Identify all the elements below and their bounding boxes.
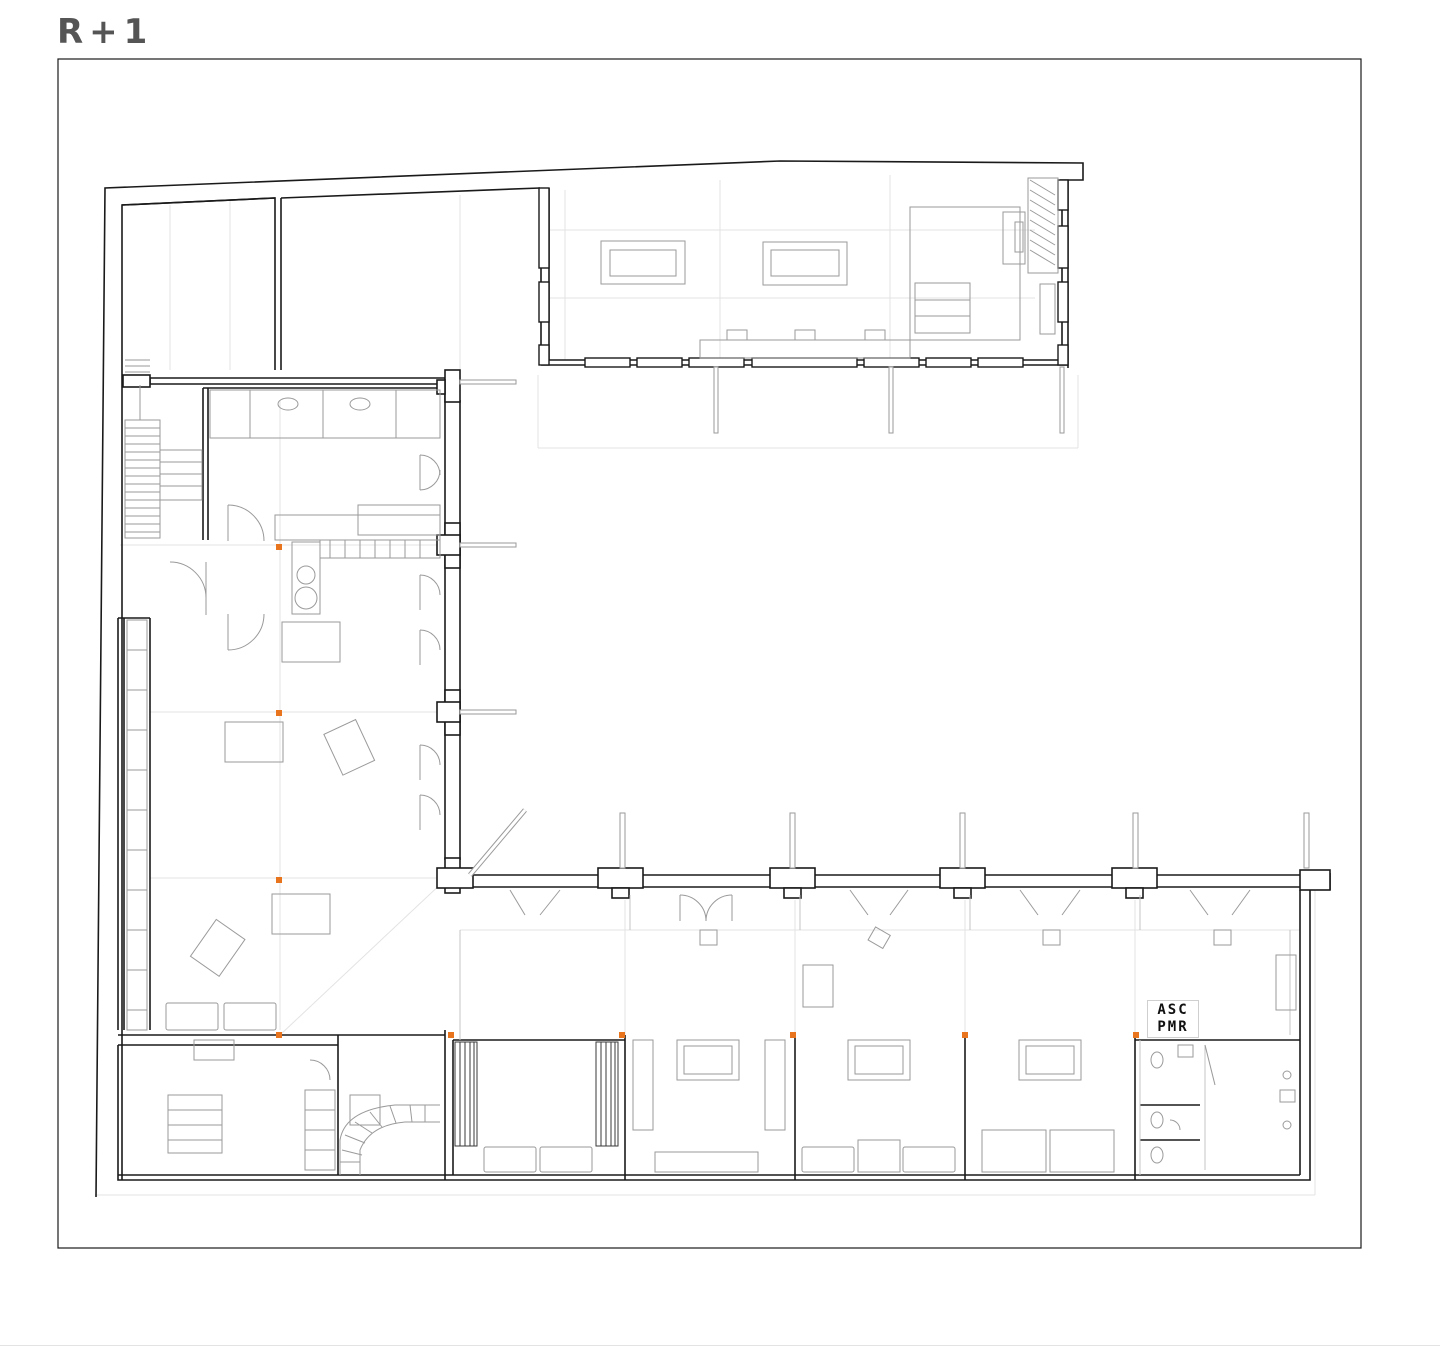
table-icon <box>224 721 284 763</box>
bed-icon <box>483 1146 537 1173</box>
bed-icon <box>676 1039 740 1081</box>
table-icon <box>914 282 971 334</box>
orange-square-column-icon <box>276 877 282 883</box>
partitions <box>453 1035 1300 1180</box>
piers <box>122 369 1331 899</box>
orange-square-column-icon <box>1133 1032 1139 1038</box>
orange-square-column-icon <box>962 1032 968 1038</box>
structural-grid <box>95 175 1316 1196</box>
table-icon <box>167 1094 223 1154</box>
exterior-posts <box>459 366 1310 877</box>
orange-square-column-icon <box>448 1032 454 1038</box>
orange-square-column-icon <box>276 544 282 550</box>
table-icon <box>762 241 848 286</box>
page-bottom-rule <box>0 1345 1440 1346</box>
radiator-hatching <box>454 1041 619 1147</box>
sofa-icon <box>902 1146 956 1173</box>
elevator-label-line-2: PMR <box>1157 1019 1189 1035</box>
furniture <box>165 206 1297 1173</box>
table-icon <box>323 718 376 776</box>
orange-square-column-icon <box>619 1032 625 1038</box>
orange-square-column-icon <box>276 710 282 716</box>
table-icon <box>600 240 686 285</box>
sink-icon <box>277 397 299 411</box>
table-icon <box>189 918 246 978</box>
thin-partitions <box>459 895 1291 1175</box>
elevator-label-line-1: ASC <box>1157 1002 1189 1018</box>
staircase-icon <box>124 359 203 539</box>
table-icon <box>802 964 834 1008</box>
bed-icon <box>539 1146 593 1173</box>
sink-icon <box>1282 1120 1292 1130</box>
sink-icon <box>349 397 371 411</box>
doors <box>169 454 1251 1131</box>
sofa-icon <box>223 1002 277 1031</box>
upper-wing-window-bays <box>538 179 1069 368</box>
drawing-frame <box>57 58 1362 1249</box>
sofa-icon <box>801 1146 855 1173</box>
column-markers <box>276 544 1139 1038</box>
toilet-icon <box>1150 1051 1164 1069</box>
toilet-icon <box>1150 1146 1164 1164</box>
orange-square-column-icon <box>790 1032 796 1038</box>
gallery-shelving <box>126 619 148 1031</box>
table-icon <box>281 621 341 663</box>
spiral-staircase-icon <box>339 177 1059 1175</box>
toilet-icon <box>1150 1111 1164 1129</box>
table-icon <box>271 893 331 935</box>
sink-icon <box>1282 1070 1292 1080</box>
exterior-walls <box>95 160 1331 1198</box>
bed-icon <box>981 1129 1047 1173</box>
sofa-icon <box>857 1139 901 1173</box>
sofa-icon <box>165 1002 219 1031</box>
bed-icon <box>1049 1129 1115 1173</box>
orange-square-column-icon <box>276 1032 282 1038</box>
bed-icon <box>847 1039 911 1081</box>
elevator-label: ASC PMR <box>1147 1000 1199 1038</box>
bed-icon <box>1018 1039 1082 1081</box>
level-title: R+1 <box>57 12 154 52</box>
